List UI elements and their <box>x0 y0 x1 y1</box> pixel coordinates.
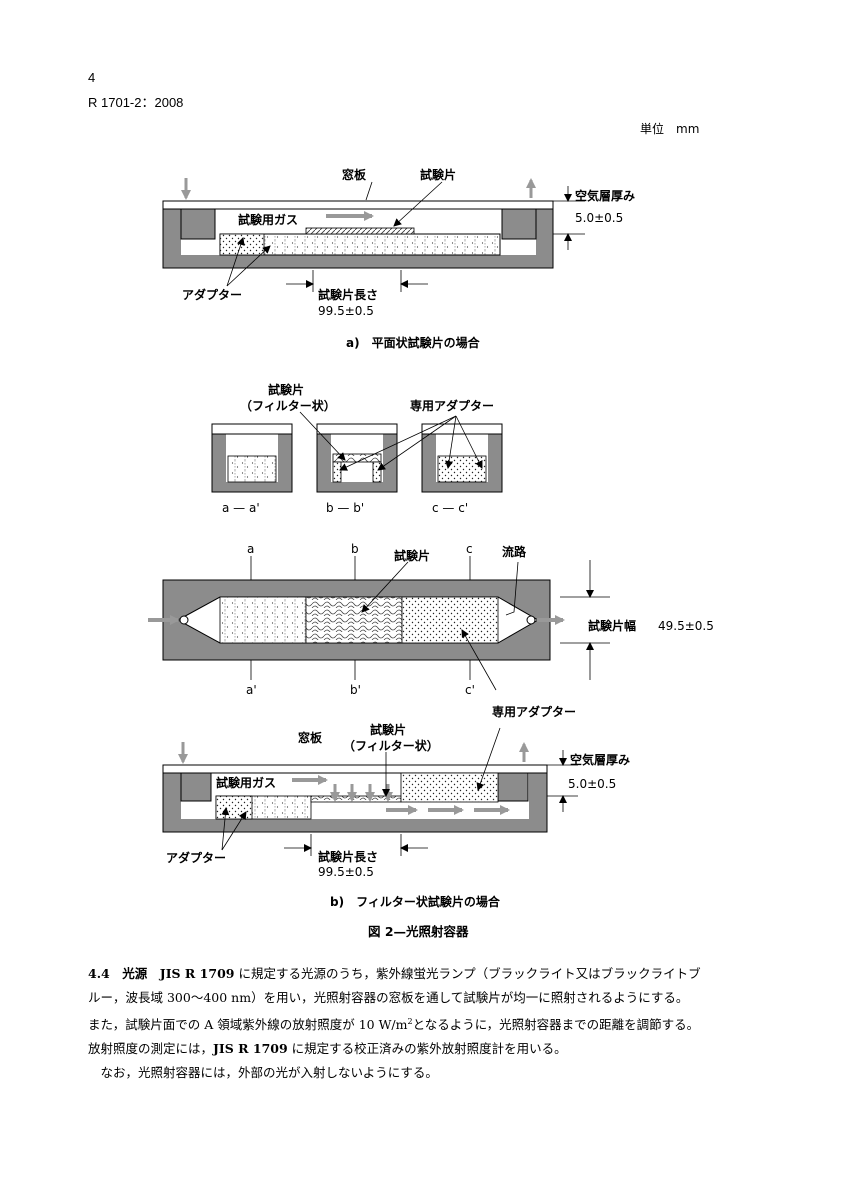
b-test-gas-label: 試験用ガス <box>216 775 276 790</box>
paragraph-line-3: また，試験片面での A 領域紫外線の放射照度が 10 W/m2となるように，光照… <box>88 1010 768 1037</box>
cross-section-b <box>316 423 398 493</box>
jis-reference-2: JIS R 1709 <box>213 1041 288 1057</box>
plan-adapter-label: 専用アダプター <box>492 704 576 719</box>
length-label: 試験片長さ <box>318 287 378 302</box>
b-test-piece-label: 試験片 <box>370 722 406 737</box>
plan-label-b: b <box>351 542 359 556</box>
b-air-layer-label: 空気層厚み <box>570 752 630 767</box>
cs-label-c: c — c' <box>432 501 468 515</box>
section-4-4: 4.4 光源 JIS R 1709 に規定する光源のうち，紫外線蛍光ランプ（ブラ… <box>88 962 768 1085</box>
plan-label-a-prime: a' <box>246 683 257 697</box>
plan-label-b-prime: b' <box>350 683 361 697</box>
air-layer-value: 5.0±0.5 <box>575 211 623 225</box>
cs-label-a: a — a' <box>222 501 260 515</box>
caption-a: a) 平面状試験片の場合 <box>346 335 481 350</box>
jis-reference-1: JIS R 1709 <box>159 966 235 981</box>
width-label: 試験片幅 <box>588 618 636 633</box>
adapter-label: アダプター <box>182 287 242 302</box>
line-3a-text: また，試験片面での A 領域紫外線の放射照度が 10 W/m <box>88 1017 408 1033</box>
line-4b-text: に規定する校正済みの紫外放射照度計を用いる。 <box>291 1041 567 1057</box>
plan-label-a: a <box>247 542 254 556</box>
section-title: 光源 <box>122 966 148 981</box>
paragraph-line-5: なお，光照射容器には，外部の光が入射しないようにする。 <box>88 1065 438 1081</box>
paragraph-line-2: ルー，波長域 300〜400 nm）を用い，光照射容器の窓板を通して試験片が均一… <box>88 990 689 1005</box>
plan-test-piece-label: 試験片 <box>394 548 430 563</box>
length-value: 99.5±0.5 <box>318 304 374 318</box>
b-length-label: 試験片長さ <box>318 849 378 864</box>
paragraph-line-1: 4.4 光源 JIS R 1709 に規定する光源のうち，紫外線蛍光ランプ（ブラ… <box>88 962 768 986</box>
plan-label-c-prime: c' <box>465 683 475 697</box>
plan-label-c: c <box>466 542 473 556</box>
line-1-text: に規定する光源のうち，紫外線蛍光ランプ（ブラックライト又はブラックライトブ <box>238 966 701 981</box>
cs-test-piece-label: 試験片 <box>268 382 304 397</box>
line-3b-text: となるように，光照射容器までの距離を調節する。 <box>412 1017 700 1033</box>
cross-section-c <box>421 423 503 493</box>
b-length-value: 99.5±0.5 <box>318 865 374 879</box>
air-layer-label: 空気層厚み <box>575 188 635 203</box>
section-number: 4.4 <box>88 966 110 981</box>
caption-b: b) フィルター状試験片の場合 <box>330 894 501 909</box>
b-filter-label: （フィルター状） <box>343 738 439 753</box>
channel-label: 流路 <box>502 544 527 559</box>
test-gas-label: 試験用ガス <box>238 212 298 227</box>
test-piece-label: 試験片 <box>420 167 456 182</box>
cs-label-b: b — b' <box>326 501 364 515</box>
b-air-layer-value: 5.0±0.5 <box>568 777 616 791</box>
cs-filter-label: （フィルター状） <box>240 398 336 413</box>
superscript-2: 2 <box>407 1017 413 1026</box>
figure-caption: 図 2—光照射容器 <box>368 924 469 939</box>
plan-view <box>148 556 610 691</box>
window-plate-label: 窓板 <box>342 167 367 182</box>
figure-2: 窓板 試験片 空気層厚み 5.0±0.5 試験用ガス アダプター 試験片長さ 9… <box>148 167 714 939</box>
standard-number: R 1701-2：2008 <box>88 95 184 110</box>
figure-a-section-view: 窓板 試験片 空気層厚み 5.0±0.5 試験用ガス アダプター 試験片長さ 9… <box>162 167 635 318</box>
cs-adapter-label: 専用アダプター <box>410 398 494 413</box>
page-number: 4 <box>88 70 96 85</box>
cross-section-a <box>211 423 293 493</box>
b-window-plate-label: 窓板 <box>298 730 323 745</box>
unit-label: 単位 mm <box>640 122 700 136</box>
b-adapter-label: アダプター <box>166 850 226 865</box>
figure-b-section-view <box>162 727 578 856</box>
paragraph-line-4: 放射照度の測定には，JIS R 1709 に規定する校正済みの紫外放射照度計を用… <box>88 1037 768 1061</box>
width-value: 49.5±0.5 <box>658 619 714 633</box>
line-4a-text: 放射照度の測定には， <box>88 1041 214 1057</box>
